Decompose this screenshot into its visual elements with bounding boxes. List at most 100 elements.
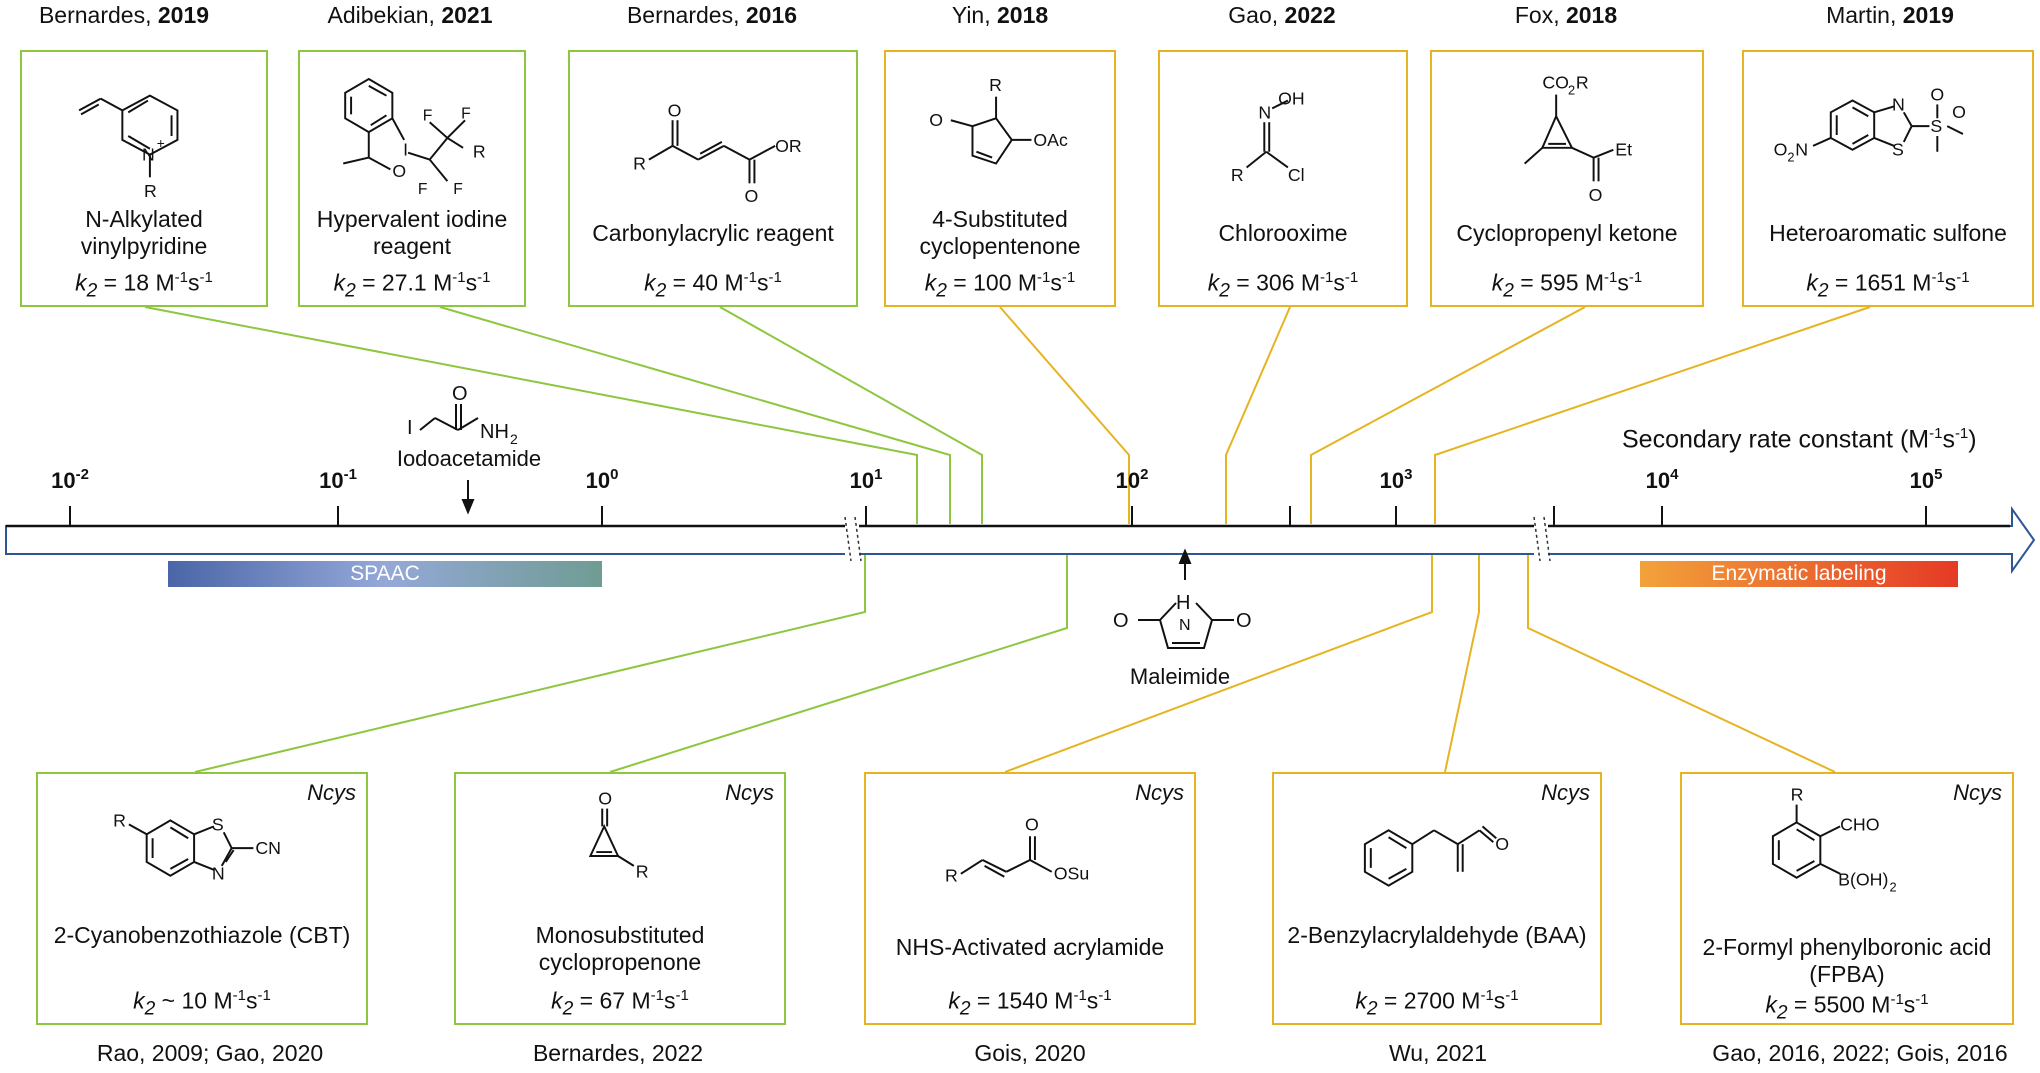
svg-text:N: N xyxy=(1892,94,1905,114)
rate-constant: k2 = 27.1 M-1s-1 xyxy=(333,269,491,302)
axis-tick-label: 104 xyxy=(1645,466,1679,493)
reagent-name: Heteroaromatic sulfone xyxy=(1769,220,2007,246)
citation-bottom-1: Rao, 2009; Gao, 2020 xyxy=(96,1040,324,1066)
cyclopropenone-structure: O R xyxy=(456,782,784,932)
rate-constant: k2 = 100 M-1s-1 xyxy=(924,269,1076,302)
ncys-tag: Ncys xyxy=(1953,780,2002,805)
connector-fpba xyxy=(1527,555,1836,773)
svg-text:O: O xyxy=(668,100,682,120)
svg-text:I: I xyxy=(403,140,408,160)
axis-tick-label: 10-1 xyxy=(319,466,357,493)
svg-text:N: N xyxy=(1795,140,1808,160)
svg-text:N: N xyxy=(212,864,225,884)
axis-tick-label: 100 xyxy=(585,466,619,493)
connector-carbonylacrylic xyxy=(719,306,983,524)
svg-text:OR: OR xyxy=(775,136,802,156)
svg-text:+: + xyxy=(157,136,165,151)
reagent-name: Monosubstituted cyclopropenone xyxy=(535,922,705,975)
svg-text:2: 2 xyxy=(510,431,518,447)
svg-text:2: 2 xyxy=(1568,83,1575,98)
ncys-tag: Ncys xyxy=(1135,780,1184,805)
carbonylacrylic-structure: R O O OR xyxy=(570,60,856,210)
svg-text:R: R xyxy=(1576,73,1589,93)
reagent-box-cyclopropenyl-ketone: CO 2 R O Et Cyclopropenyl ketone k2 = 59… xyxy=(1430,50,1704,307)
citation-top-2: Adibekian, 2021 xyxy=(327,2,493,28)
svg-text:S: S xyxy=(1892,140,1904,160)
svg-text:S: S xyxy=(1930,116,1942,136)
citation-bottom-4: Wu, 2021 xyxy=(1388,1040,1488,1066)
axis-tick-label: 102 xyxy=(1115,466,1149,493)
axis-tick-label: 10-2 xyxy=(51,466,89,493)
rate-constant: k2 = 18 M-1s-1 xyxy=(75,269,213,302)
rate-constant: k2 = 1540 M-1s-1 xyxy=(948,987,1112,1020)
axis-arrow xyxy=(5,505,2036,575)
reagent-box-cyclopropenone: Ncys O R Monosubstituted cyclopropenone … xyxy=(454,772,786,1025)
reagent-name: N-Alkylated vinylpyridine xyxy=(80,206,208,259)
iodoacetamide-label: Iodoacetamide xyxy=(396,446,542,471)
axis-tick-label: 103 xyxy=(1379,466,1413,493)
svg-text:O: O xyxy=(1236,610,1252,632)
svg-text:OAc: OAc xyxy=(1033,130,1068,150)
ncys-tag: Ncys xyxy=(307,780,356,805)
citation-top-5: Gao, 2022 xyxy=(1228,2,1336,28)
cyclopropenyl-ketone-structure: CO 2 R O Et xyxy=(1432,60,1702,210)
maleimide-structure: H N O O xyxy=(1113,548,1252,649)
svg-text:N: N xyxy=(142,145,155,165)
reagent-box-chlorooxime: N OH R Cl Chlorooxime k2 = 306 M-1s-1 xyxy=(1158,50,1408,307)
svg-text:F: F xyxy=(461,105,471,122)
reagent-box-fpba: Ncys R CHO B(OH) 2 2-Formyl phenylboroni… xyxy=(1680,772,2014,1025)
svg-text:Cl: Cl xyxy=(1288,165,1305,185)
iodoacetamide-structure: I O NH 2 xyxy=(407,383,518,515)
citation-top-1: Bernardes, 2019 xyxy=(38,2,210,28)
axis-tick-label: 101 xyxy=(849,466,883,493)
axis-title: Secondary rate constant (M-1s-1) xyxy=(1622,425,1977,454)
iodine-reagent-structure: O I F F F F R xyxy=(300,60,524,210)
baa-structure: O xyxy=(1274,782,1600,932)
connector-sulfone xyxy=(1434,306,1871,524)
svg-text:O: O xyxy=(1589,185,1603,205)
svg-text:O: O xyxy=(745,186,759,206)
svg-text:O: O xyxy=(929,110,943,130)
svg-text:R: R xyxy=(1791,785,1804,805)
connector-baa xyxy=(1444,555,1480,773)
svg-text:OSu: OSu xyxy=(1054,864,1090,884)
svg-text:N: N xyxy=(1258,102,1271,122)
citation-bottom-3: Gois, 2020 xyxy=(974,1040,1086,1066)
connector-cyclopentenone xyxy=(999,306,1130,524)
sulfone-structure: N S S O O O 2 N xyxy=(1744,60,2032,210)
connector-iodine-reagent xyxy=(439,306,951,524)
reagent-box-nhs-acrylamide: Ncys R O OSu NHS-Activated acrylamide k2… xyxy=(864,772,1196,1025)
svg-text:I: I xyxy=(407,417,413,439)
svg-text:R: R xyxy=(144,181,157,201)
rate-constant: k2 = 595 M-1s-1 xyxy=(1491,269,1643,302)
vinylpyridine-structure: N + R xyxy=(22,60,266,210)
fpba-structure: R CHO B(OH) 2 xyxy=(1682,782,2012,932)
rate-constant: k2 = 2700 M-1s-1 xyxy=(1355,987,1519,1020)
svg-text:B(OH): B(OH) xyxy=(1838,870,1888,890)
svg-text:O: O xyxy=(452,383,468,405)
svg-text:Et: Et xyxy=(1615,140,1632,160)
svg-text:R: R xyxy=(636,862,649,882)
bottom-connectors-green xyxy=(194,555,1068,773)
connector-cyclopropenone xyxy=(609,555,1068,773)
svg-text:N: N xyxy=(1179,617,1191,634)
connector-cyclopropenyl-ketone xyxy=(1310,306,1586,524)
maleimide-label: Maleimide xyxy=(1129,664,1231,689)
connector-nhs xyxy=(1004,555,1433,773)
reagent-box-baa: Ncys O 2-Benzylacrylaldehyde (BAA) k2 = … xyxy=(1272,772,1602,1025)
ncys-tag: Ncys xyxy=(725,780,774,805)
rate-constant: k2 = 1651 M-1s-1 xyxy=(1806,269,1970,302)
svg-text:O: O xyxy=(1113,610,1129,632)
svg-text:O: O xyxy=(1495,834,1509,854)
svg-text:O: O xyxy=(1930,84,1944,104)
reagent-name: 2-Formyl phenylboronic acid (FPBA) xyxy=(1702,934,1992,987)
rate-constant: k2 ~ 10 M-1s-1 xyxy=(133,987,271,1020)
svg-text:O: O xyxy=(1025,814,1039,834)
rate-constant: k2 = 306 M-1s-1 xyxy=(1207,269,1359,302)
reagent-box-sulfone: N S S O O O 2 N Heteroaromatic sulfone k… xyxy=(1742,50,2034,307)
citation-top-3: Bernardes, 2016 xyxy=(626,2,798,28)
svg-text:O: O xyxy=(598,789,612,809)
svg-text:R: R xyxy=(633,154,646,174)
